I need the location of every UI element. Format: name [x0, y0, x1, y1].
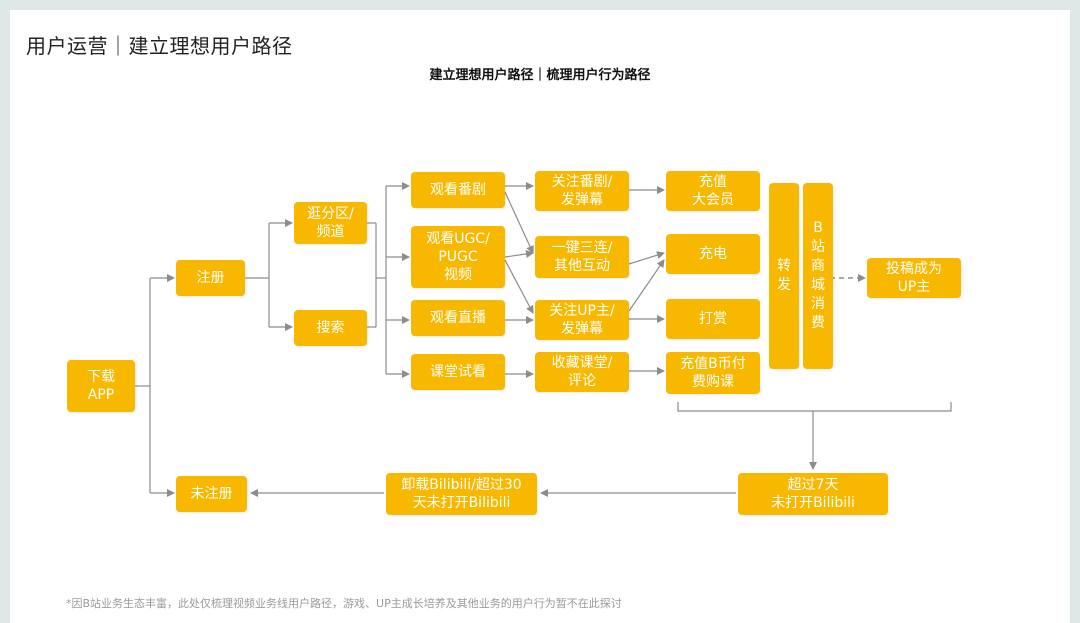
node-triple-interact: 一键三连/ 其他互动 [535, 236, 629, 278]
node-download-app: 下载 APP [67, 360, 135, 412]
node-over-7-days: 超过7天 未打开Bilibili [738, 473, 888, 515]
node-vip: 充值 大会员 [666, 171, 760, 211]
node-watch-live: 观看直播 [411, 300, 505, 336]
node-mall: B 站 商 城 消 费 [803, 183, 833, 369]
node-watch-ugc-pugc: 观看UGC/ PUGC 视频 [411, 226, 505, 288]
node-follow-drama: 关注番剧/ 发弹幕 [535, 171, 629, 211]
node-tip: 打赏 [666, 299, 760, 339]
node-charge: 充电 [666, 234, 760, 274]
node-search: 搜索 [294, 310, 367, 346]
diagram-title: 建立理想用户路径｜梳理用户行为路径 [429, 68, 651, 83]
node-collect-class: 收藏课堂/ 评论 [535, 352, 629, 392]
slide-page: 用户运营｜建立理想用户路径 建立理想用户路径｜梳理用户行为路径 [10, 10, 1070, 623]
node-become-up: 投稿成为 UP主 [867, 258, 961, 298]
node-follow-up: 关注UP主/ 发弹幕 [535, 300, 629, 340]
node-bcoin-course: 充值B币付 费购课 [666, 352, 760, 394]
node-uninstall: 卸载Bilibili/超过30 天未打开Bilibili [386, 473, 537, 515]
footnote: *因B站业务生态丰富，此处仅梳理视频业务线用户路径，游戏、UP主成长培养及其他业… [66, 597, 622, 610]
node-browse-channel: 逛分区/ 频道 [294, 202, 367, 244]
node-share: 转 发 [769, 183, 799, 369]
node-register: 注册 [176, 260, 245, 296]
node-watch-drama: 观看番剧 [411, 172, 505, 208]
connector-lines [135, 182, 952, 497]
node-class-trial: 课堂试看 [411, 354, 505, 390]
node-unregistered: 未注册 [176, 476, 247, 512]
page-title: 用户运营｜建立理想用户路径 [26, 34, 293, 58]
